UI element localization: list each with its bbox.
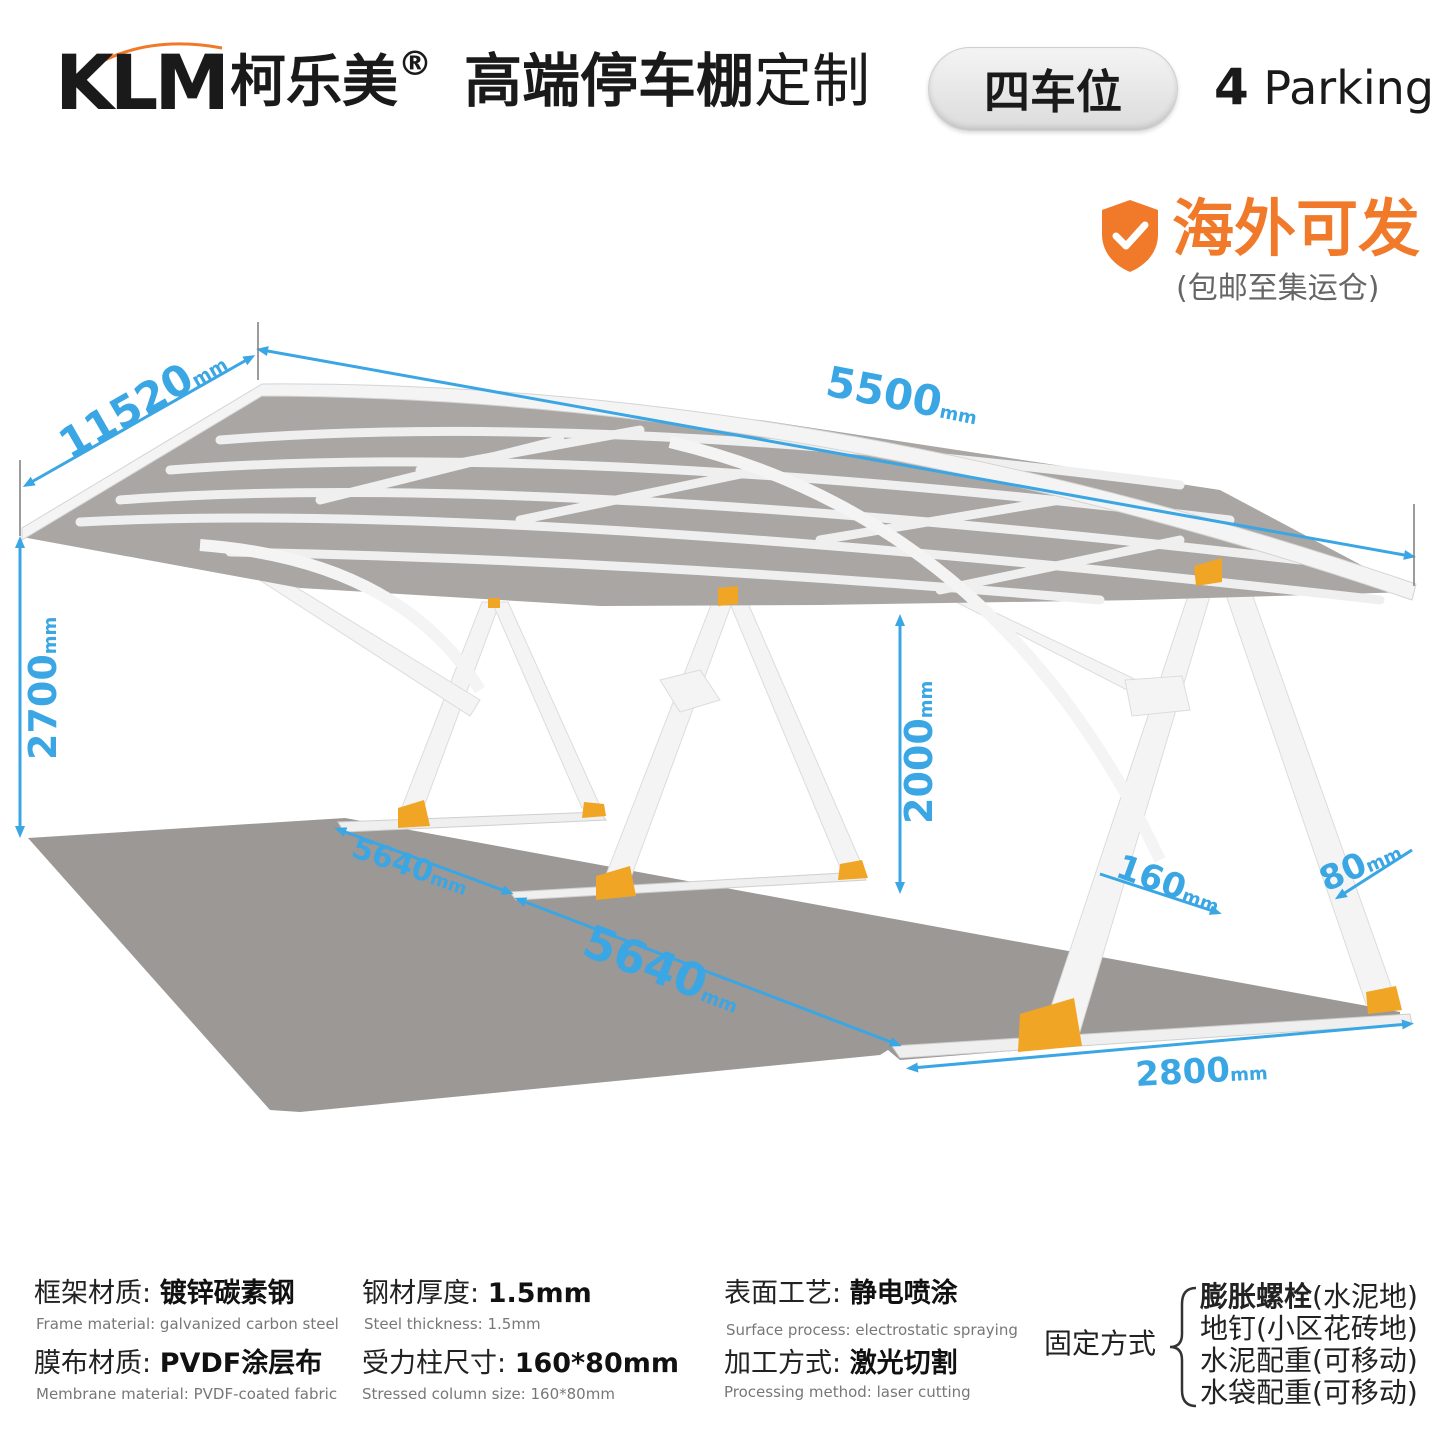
spec-surface-value: 静电喷涂 bbox=[849, 1278, 958, 1309]
parking-badge: 四车位 bbox=[928, 47, 1178, 131]
spec-frame-key: 框架材质: bbox=[34, 1278, 160, 1309]
overseas-shipping-subtitle: (包邮至集运仓) bbox=[1176, 271, 1380, 306]
spec-surface-process: 表面工艺: 静电喷涂 bbox=[724, 1280, 958, 1307]
fixing-method-label: 固定方式 bbox=[1044, 1327, 1157, 1360]
parking-number: 4 bbox=[1214, 58, 1249, 116]
overseas-shipping-title: 海外可发 bbox=[1172, 192, 1421, 265]
dimension-lines bbox=[15, 346, 1416, 1073]
svg-text:2700mm: 2700mm bbox=[21, 617, 65, 760]
spec-membrane-material: 膜布材质: PVDF涂层布 bbox=[34, 1350, 322, 1377]
dim-length-value: 5500 bbox=[822, 357, 946, 427]
dim-column-w-unit: mm bbox=[1179, 885, 1221, 918]
carport-illustration: 5500mm 11520mm 2700mm 2000mm 5640mm 5640… bbox=[15, 322, 1417, 1112]
parking-count: 4 Parking bbox=[1214, 62, 1434, 112]
dim-total-height-value: 2700 bbox=[21, 654, 65, 760]
fixing-item: 地钉(小区花砖地) bbox=[1200, 1315, 1418, 1343]
spec-steel-thickness: 钢材厚度: 1.5mm bbox=[362, 1280, 592, 1307]
shield-check-icon bbox=[1102, 200, 1158, 272]
spec-membrane-key: 膜布材质: bbox=[34, 1348, 160, 1379]
spec-column-size: 受力柱尺寸: 160*80mm bbox=[362, 1350, 679, 1377]
logo-swoosh bbox=[89, 42, 223, 70]
spec-thickness-key: 钢材厚度: bbox=[362, 1278, 488, 1309]
spec-processing-value: 激光切割 bbox=[849, 1348, 958, 1379]
spec-thickness-english: Steel thickness: 1.5mm bbox=[364, 1315, 541, 1333]
fixing-item-text: 水泥配重(可移动) bbox=[1200, 1344, 1418, 1377]
spec-frame-value: 镀锌碳素钢 bbox=[159, 1278, 295, 1309]
dim-base-value: 2800 bbox=[1134, 1050, 1231, 1095]
fixing-item-text: 水袋配重(可移动) bbox=[1200, 1376, 1418, 1409]
dimension-guides bbox=[19, 322, 1415, 586]
dim-clear-height-unit: mm bbox=[916, 681, 937, 719]
dim-column-d-unit: mm bbox=[1363, 843, 1406, 877]
dim-length-unit: mm bbox=[938, 402, 979, 430]
brace-icon bbox=[1169, 1286, 1197, 1408]
dim-column-w-value: 160 bbox=[1111, 847, 1191, 909]
registered-mark: ® bbox=[397, 44, 432, 84]
spec-thickness-value: 1.5mm bbox=[487, 1278, 592, 1309]
spec-processing-english: Processing method: laser cutting bbox=[724, 1383, 971, 1401]
parking-word: Parking bbox=[1263, 61, 1434, 115]
brand-chinese: 柯乐美 bbox=[229, 50, 398, 115]
fixing-item-text: 地钉(小区花砖地) bbox=[1200, 1312, 1418, 1345]
title-light: 定制 bbox=[754, 47, 871, 115]
spec-processing-method: 加工方式: 激光切割 bbox=[724, 1350, 958, 1377]
spec-membrane-value: PVDF涂层布 bbox=[159, 1348, 323, 1379]
dim-clear-height-value: 2000 bbox=[897, 718, 941, 824]
spec-processing-key: 加工方式: bbox=[724, 1348, 850, 1379]
svg-text:5500mm: 5500mm bbox=[822, 357, 983, 435]
fixing-item: 膨胀螺栓(水泥地) bbox=[1200, 1283, 1418, 1311]
spec-membrane-english: Membrane material: PVDF-coated fabric bbox=[36, 1385, 338, 1403]
spec-column-key: 受力柱尺寸: bbox=[362, 1348, 515, 1379]
fixing-item: 水泥配重(可移动) bbox=[1200, 1347, 1418, 1375]
spec-surface-english: Surface process: electrostatic spraying bbox=[726, 1321, 1018, 1339]
spec-column-english: Stressed column size: 160*80mm bbox=[362, 1385, 615, 1403]
brand-logo: KLM 柯乐美 ® bbox=[55, 38, 432, 128]
dim-base-unit: mm bbox=[1230, 1063, 1269, 1086]
dim-total-height-unit: mm bbox=[40, 617, 61, 655]
dim-depth-unit: mm bbox=[189, 354, 232, 391]
spec-surface-key: 表面工艺: bbox=[724, 1278, 850, 1309]
spec-frame-material: 框架材质: 镀锌碳素钢 bbox=[34, 1280, 295, 1307]
svg-text:2800mm: 2800mm bbox=[1134, 1048, 1268, 1095]
svg-text:2000mm: 2000mm bbox=[897, 681, 941, 824]
svg-text:160mm: 160mm bbox=[1111, 847, 1227, 922]
fixing-item-bold: 膨胀螺栓 bbox=[1200, 1280, 1313, 1313]
title-strong: 高端停车棚 bbox=[464, 47, 755, 115]
spec-frame-english: Frame material: galvanized carbon steel bbox=[36, 1315, 339, 1333]
fixing-item-text: (水泥地) bbox=[1312, 1280, 1418, 1313]
page-title: 高端停车棚定制 bbox=[464, 52, 870, 110]
brand-latin: KLM bbox=[55, 38, 230, 127]
fixing-item: 水袋配重(可移动) bbox=[1200, 1379, 1418, 1407]
spec-column-value: 160*80mm bbox=[514, 1348, 680, 1379]
